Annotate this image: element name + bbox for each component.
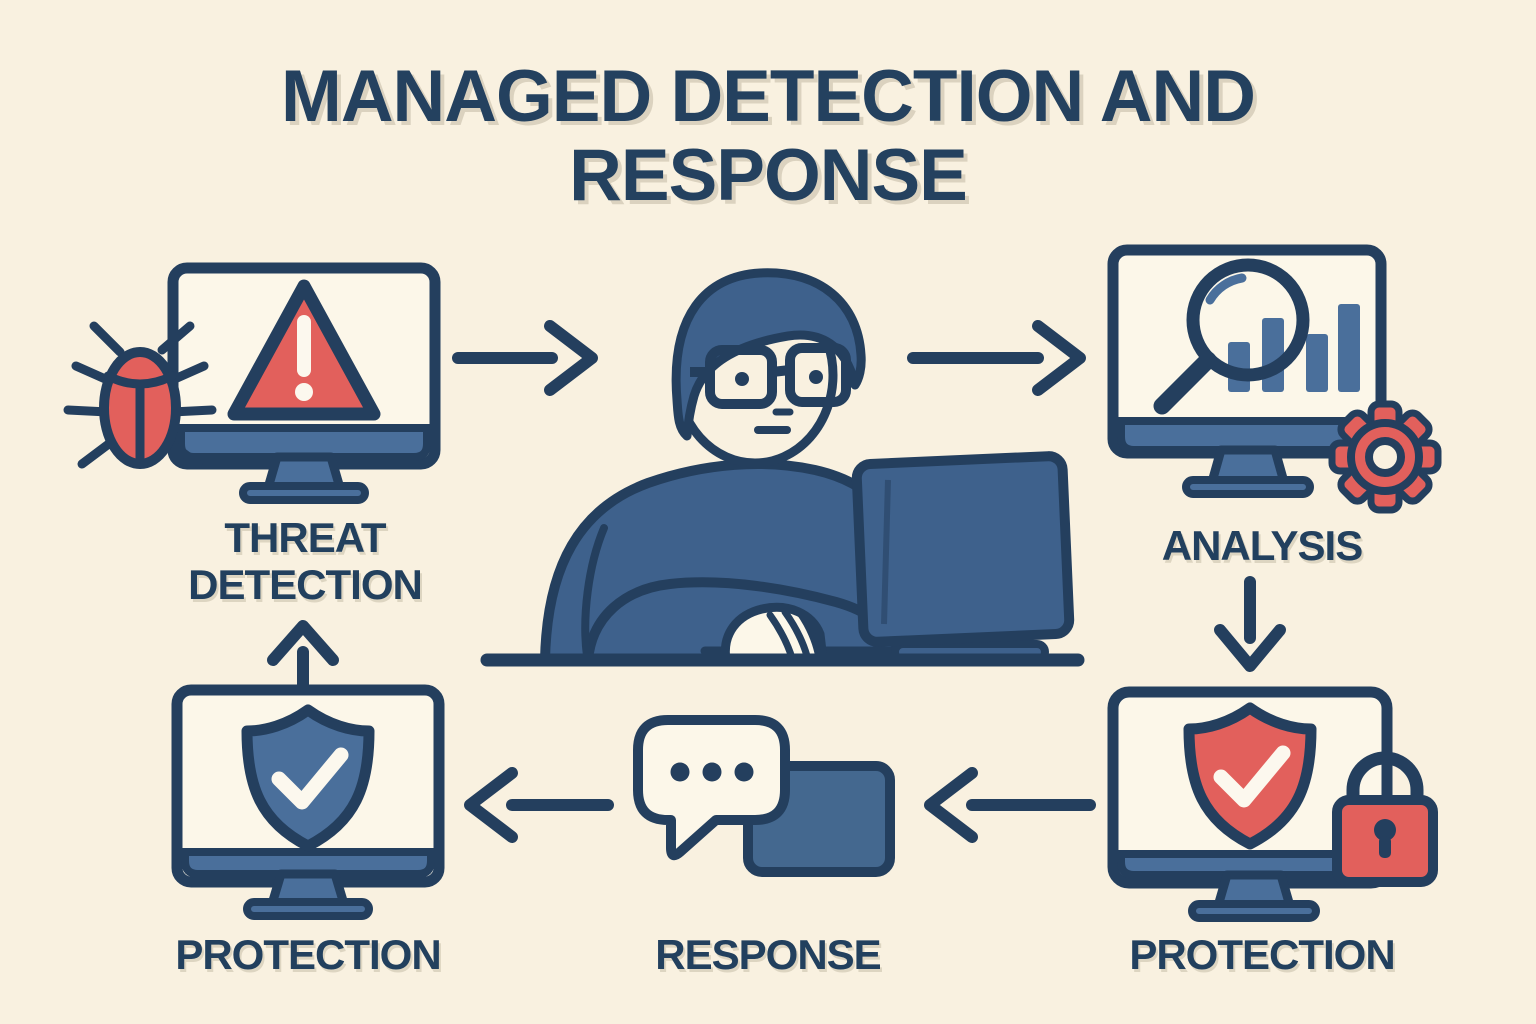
glasses-icon [690,343,851,409]
analyst-at-computer-icon [480,268,1085,667]
magnifier-icon [1153,258,1310,415]
protection-analysis-node [1107,686,1438,922]
computer-monitor-back-icon [851,451,1075,664]
shield-check-icon [241,704,375,852]
analyst-head [671,268,866,468]
response-node [633,715,895,877]
arrow-analysis-to-protection-icon [1214,576,1286,672]
shield-check-icon [1183,702,1317,850]
protection-analysis-label: PROTECTION [1129,931,1395,978]
page-title: MANAGED DETECTION AND RESPONSE [0,56,1536,216]
warning-triangle-icon [227,279,381,421]
threat-detection-label: THREAT DETECTION [188,514,423,609]
page-title-text: MANAGED DETECTION AND RESPONSE [281,56,1256,216]
arrow-analyst-to-analysis-icon [907,320,1086,396]
arrow-response-to-protection-icon [464,767,614,843]
response-label: RESPONSE [655,931,881,978]
protection-loop-node [171,684,445,920]
arrow-protection-to-response-icon [924,767,1096,843]
gear-icon [1328,400,1442,514]
padlock-icon [1332,751,1438,887]
threat-detection-node [63,262,441,504]
protection-loop-label: PROTECTION [175,931,441,978]
analysis-label: ANALYSIS [1161,522,1364,569]
analysis-node [1107,244,1442,514]
bug-icon [63,321,217,469]
arrow-threat-to-analyst-icon [452,320,598,396]
chat-bubble-dots-icon [633,715,790,861]
analyst-hand [720,602,828,665]
arrow-protection-to-threat-icon [267,620,339,696]
